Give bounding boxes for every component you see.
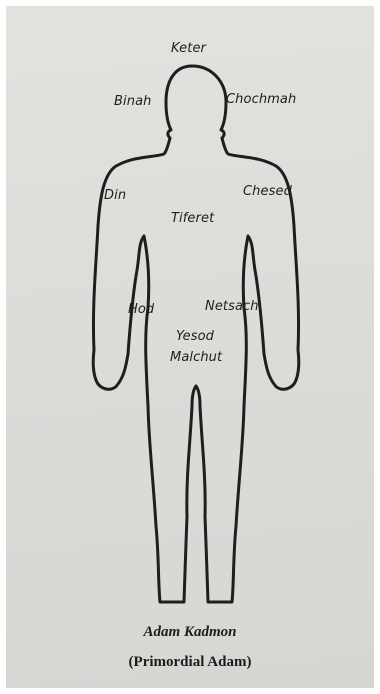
label-malchut: Malchut [170,350,222,365]
caption-subtitle: (Primordial Adam) [6,654,374,671]
book-page: Keter Binah Chochmah Din Chesed Tiferet … [6,6,374,688]
label-chesed: Chesed [243,184,292,199]
label-netsach: Netsach [205,299,259,314]
label-yesod: Yesod [176,329,214,344]
label-tiferet: Tiferet [171,211,214,226]
label-din: Din [104,188,126,203]
label-hod: Hod [128,302,154,317]
label-keter: Keter [171,41,206,56]
label-chochmah: Chochmah [226,92,296,107]
human-figure-outline [6,6,374,688]
caption-title: Adam Kadmon [6,624,374,641]
label-binah: Binah [114,94,151,109]
